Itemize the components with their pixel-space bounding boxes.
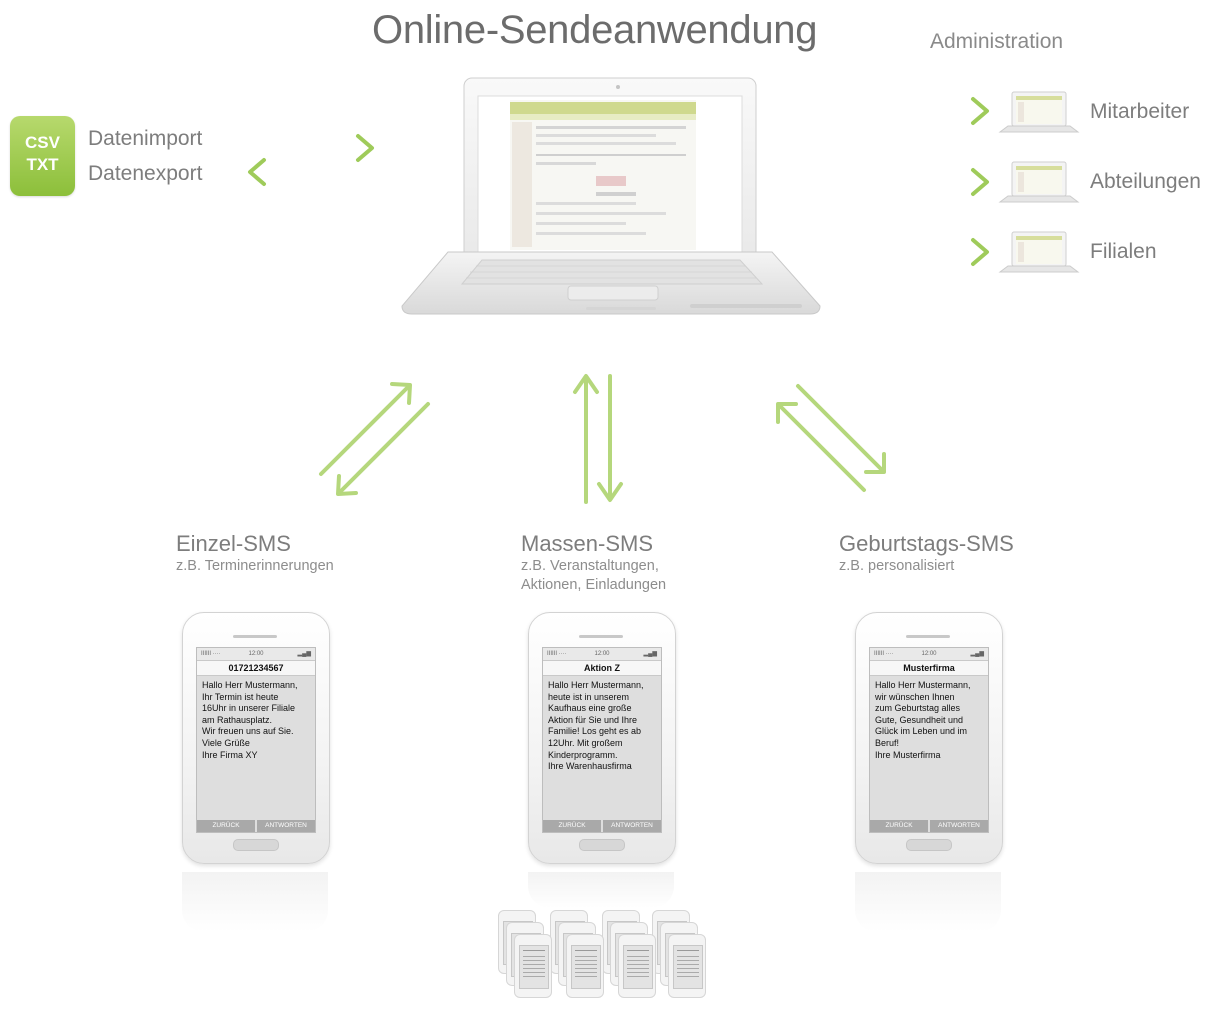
phone-massen-sms: IIIIII ····12:00▂▄▆ Aktion Z Hallo Herr … <box>528 612 676 864</box>
home-button[interactable] <box>906 839 952 851</box>
back-button[interactable]: ZURÜCK <box>543 820 601 832</box>
status-time: 12:00 <box>594 651 610 657</box>
filialen-laptop-icon <box>998 231 1080 273</box>
phone-speaker <box>906 635 950 638</box>
signal-icon: ▂▄▆ <box>970 651 984 657</box>
abteilungen-arrow <box>841 168 989 196</box>
category-title: Massen-SMS <box>521 531 654 556</box>
phone-einzel-sms: IIIIII ····12:00▂▄▆ 01721234567 Hallo He… <box>182 612 330 864</box>
mini-phone-icon <box>566 934 604 998</box>
signal-icon: ▂▄▆ <box>643 651 657 657</box>
category-subtitle: z.B. personalisiert <box>839 558 955 574</box>
phone-reflection <box>182 872 328 932</box>
mitarbeiter-laptop-icon <box>998 91 1080 133</box>
badge-txt-text: TXT <box>26 155 59 174</box>
import-arrow <box>245 134 374 162</box>
mini-phone-stack <box>498 908 718 1016</box>
phone-geburtstags-sms: IIIIII ····12:00▂▄▆ Musterfirma Hallo He… <box>855 612 1003 864</box>
geburtstags-sms-arrows <box>776 384 886 492</box>
sms-message: Hallo Herr Mustermann, Ihr Termin ist he… <box>202 680 298 760</box>
sms-message: Hallo Herr Mustermann, heute ist in unse… <box>548 680 644 772</box>
back-button[interactable]: ZURÜCK <box>870 820 928 832</box>
status-time: 12:00 <box>921 651 937 657</box>
reply-button[interactable]: ANTWORTEN <box>257 820 315 832</box>
massen-sms-arrows <box>573 374 623 504</box>
status-bar: IIIIII ····12:00▂▄▆ <box>543 648 661 661</box>
phone-screen: IIIIII ····12:00▂▄▆ Musterfirma Hallo He… <box>869 647 989 833</box>
laptop-screen-app <box>510 100 696 250</box>
reply-button[interactable]: ANTWORTEN <box>930 820 988 832</box>
status-bar: IIIIII ····12:00▂▄▆ <box>197 648 315 661</box>
mini-phone-icon <box>618 934 656 998</box>
category-geburtstags-sms: Geburtstags-SMS z.B. personalisiert <box>839 531 1014 576</box>
sms-sender: 01721234567 <box>197 661 315 676</box>
einzel-sms-arrows <box>319 382 430 496</box>
datenexport-label: Datenexport <box>88 162 203 185</box>
category-massen-sms: Massen-SMS z.B. Veranstaltungen, Aktione… <box>521 531 666 595</box>
badge-csv-text: CSV <box>25 133 60 152</box>
admin-target-abteilungen: Abteilungen <box>1090 170 1201 193</box>
sms-sender: Aktion Z <box>543 661 661 676</box>
admin-target-filialen: Filialen <box>1090 240 1157 263</box>
administration-label: Administration <box>930 30 1064 53</box>
category-einzel-sms: Einzel-SMS z.B. Terminerinnerungen <box>176 531 334 576</box>
phone-screen: IIIIII ····12:00▂▄▆ 01721234567 Hallo He… <box>196 647 316 833</box>
datenimport-label: Datenimport <box>88 127 203 150</box>
filialen-arrow <box>863 238 989 266</box>
page-title: Online-Sendeanwendung <box>372 8 818 52</box>
phone-speaker <box>579 635 623 638</box>
csv-txt-badge: CSV TXT <box>10 116 75 196</box>
category-title: Geburtstags-SMS <box>839 531 1014 556</box>
sms-message: Hallo Herr Mustermann, wir wünschen Ihne… <box>875 680 971 760</box>
category-subtitle: z.B. Terminerinnerungen <box>176 558 334 574</box>
admin-target-mitarbeiter: Mitarbeiter <box>1090 100 1190 123</box>
export-arrow <box>248 158 377 186</box>
mini-phone-icon <box>668 934 706 998</box>
sms-sender: Musterfirma <box>870 661 988 676</box>
phone-screen: IIIIII ····12:00▂▄▆ Aktion Z Hallo Herr … <box>542 647 662 833</box>
reply-button[interactable]: ANTWORTEN <box>603 820 661 832</box>
phone-reflection <box>855 872 1001 932</box>
phone-reflection <box>528 872 674 908</box>
status-bar: IIIIII ····12:00▂▄▆ <box>870 648 988 661</box>
phone-speaker <box>233 635 277 638</box>
home-button[interactable] <box>579 839 625 851</box>
category-subtitle: z.B. Veranstaltungen, Aktionen, Einladun… <box>521 558 667 593</box>
signal-icon: ▂▄▆ <box>297 651 311 657</box>
mitarbeiter-arrow <box>818 97 989 125</box>
category-title: Einzel-SMS <box>176 531 291 556</box>
laptop-illustration <box>401 77 821 315</box>
back-button[interactable]: ZURÜCK <box>197 820 255 832</box>
status-time: 12:00 <box>248 651 264 657</box>
home-button[interactable] <box>233 839 279 851</box>
mini-phone-icon <box>514 934 552 998</box>
abteilungen-laptop-icon <box>998 161 1080 203</box>
